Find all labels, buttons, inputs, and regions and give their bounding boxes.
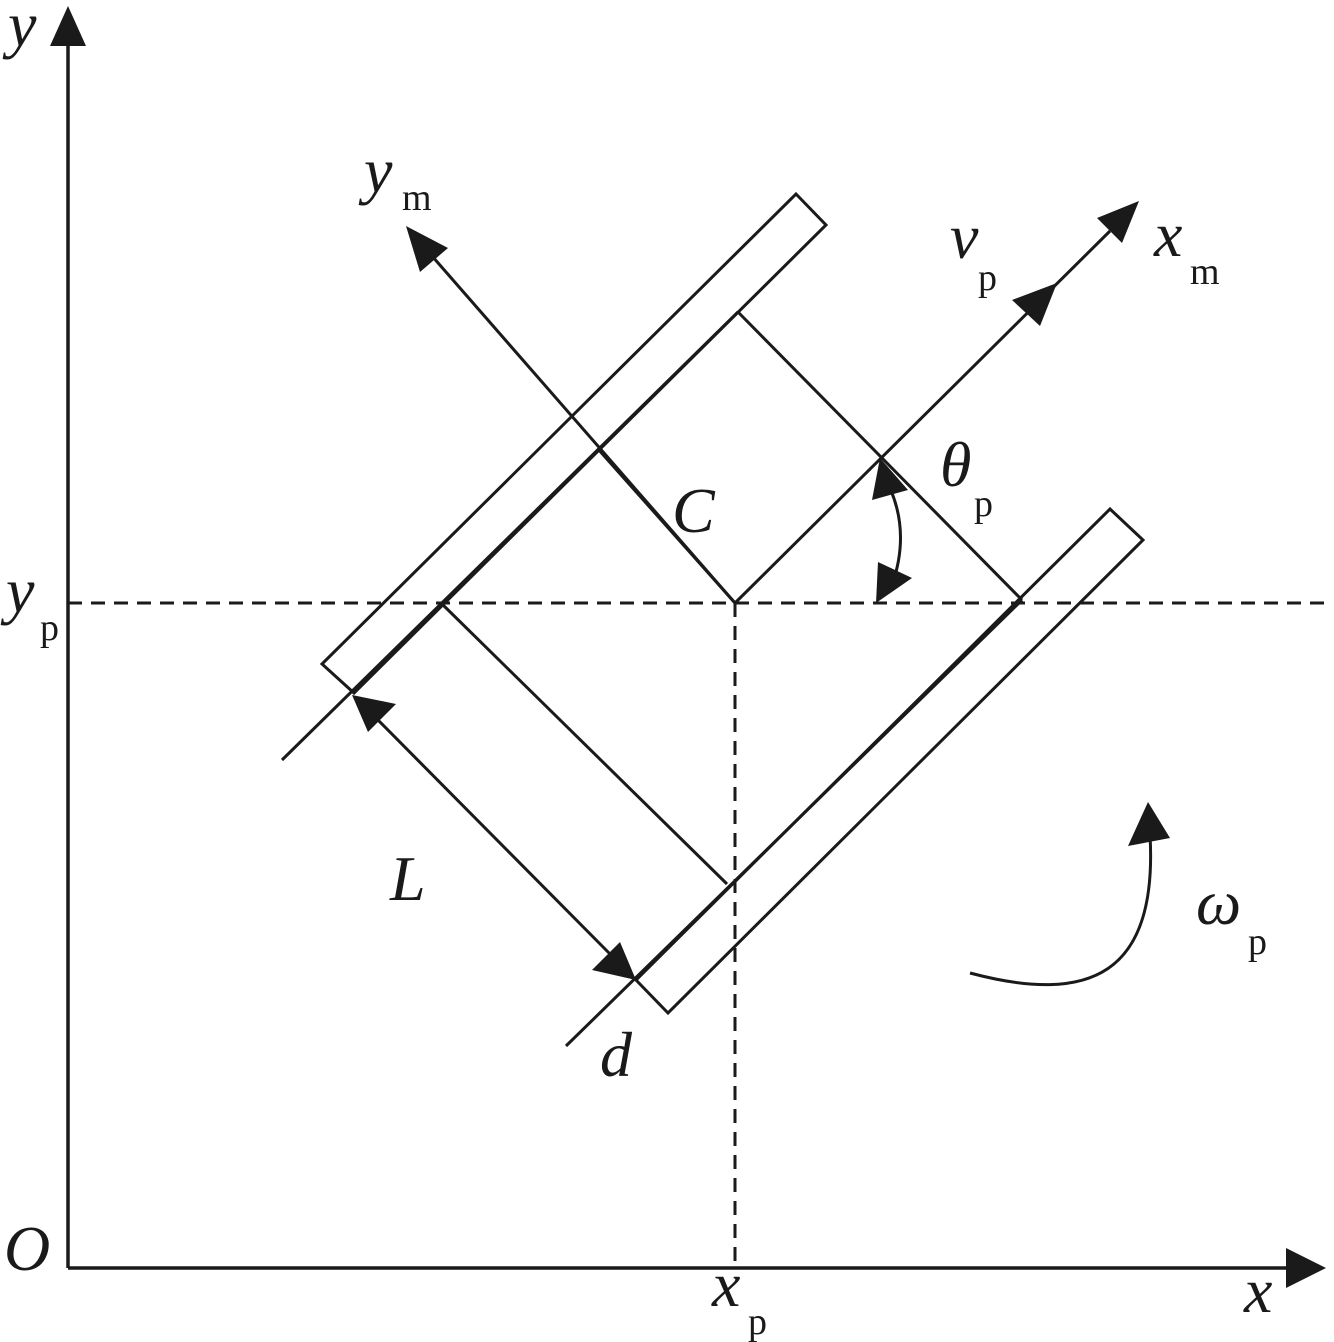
xp-label-main: x [711,1249,740,1320]
xm-label-main: x [1153,199,1182,270]
labels: y x O y m x m v p θ p C y p x p L d ω p [0,0,1272,1342]
body-frame-axes [406,201,1139,605]
yp-label-main: y [0,555,35,626]
yp-label-sub: p [40,607,59,649]
length-dimension [352,695,636,980]
ym-axis-line [430,255,737,604]
omega-rotation [969,802,1170,987]
center-label: C [672,475,716,546]
ym-label-sub: m [402,177,432,219]
omega-arrowhead [1128,802,1170,846]
length-dimension-line [373,715,615,959]
left-wheel [280,191,829,762]
origin-label: O [4,1213,50,1284]
y-axis-label: y [2,0,37,60]
xm-arrowhead [1097,201,1139,243]
right-wheel-axis-line [564,598,1024,1048]
body-top-right-edge [736,310,1024,602]
vp-label-main: v [950,201,979,272]
theta-arrowhead-top [872,458,908,500]
omega-curve [969,834,1153,987]
ym-label-main: y [358,135,393,206]
length-arrowhead-bottom [592,942,636,980]
length-label: L [389,843,426,914]
body-bottom-left-edge [439,601,729,886]
left-wheel-axis-line [280,310,740,762]
length-arrowhead-top [352,695,396,732]
y-axis-arrowhead [50,6,86,46]
ym-arrowhead [406,226,448,272]
theta-label-sub: p [974,483,993,525]
x-axis-arrowhead [1286,1248,1326,1288]
left-wheel-rect [319,191,829,696]
vp-arrowhead [1012,283,1057,326]
right-wheel [564,506,1146,1048]
omega-label-main: ω [1196,867,1241,938]
x-axis-label: x [1243,1255,1272,1326]
reference-lines [68,601,1330,1268]
theta-arrowhead-bottom [876,562,912,603]
theta-label-main: θ [940,429,971,500]
xm-label-sub: m [1190,251,1220,293]
omega-label-sub: p [1248,921,1267,963]
xp-label-sub: p [748,1301,767,1342]
vp-label-sub: p [978,257,997,299]
theta-angle [872,458,912,603]
global-axes [50,6,1326,1288]
wheel-d-label: d [600,1019,633,1090]
